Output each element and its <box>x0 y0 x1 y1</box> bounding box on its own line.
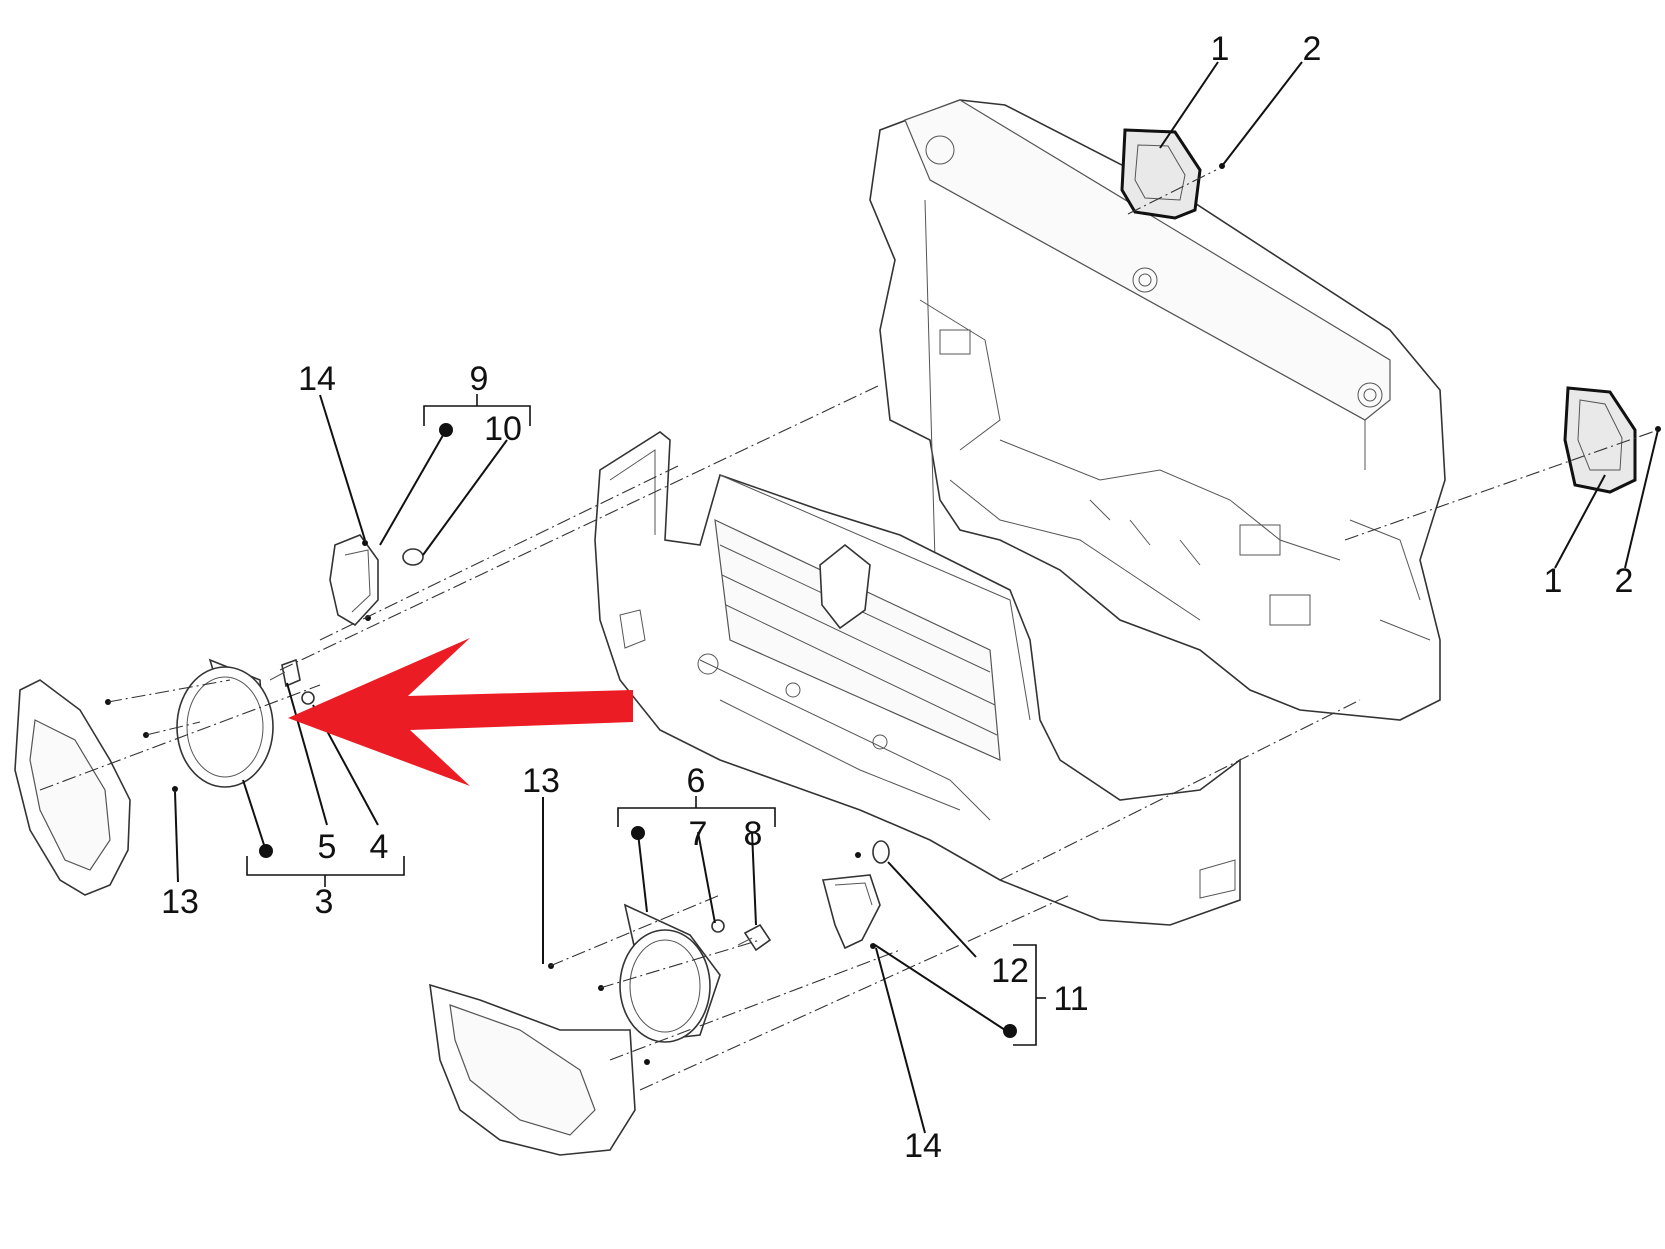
gasket-1-lower <box>1563 386 1637 494</box>
label-14-right: 14 <box>904 1127 942 1165</box>
right-screw-13c <box>644 1059 650 1065</box>
label-1-lower: 1 <box>1544 562 1563 600</box>
leader-lines <box>174 61 1659 1134</box>
label-6: 6 <box>687 762 706 800</box>
label-5: 5 <box>318 828 337 866</box>
label-2-lower: 2 <box>1615 562 1634 600</box>
label-7: 7 <box>689 815 708 853</box>
label-12: 12 <box>991 952 1029 990</box>
red-arrow <box>288 638 633 786</box>
label-1-upper: 1 <box>1211 30 1230 68</box>
bullet-11 <box>1003 1024 1017 1038</box>
bracket-9 <box>423 394 531 426</box>
label-11: 11 <box>1053 980 1088 1018</box>
assembly-lines <box>39 169 1659 1091</box>
front-bumper <box>594 431 1241 926</box>
rear-panel <box>869 99 1446 721</box>
label-3: 3 <box>315 883 334 921</box>
label-10: 10 <box>484 410 522 448</box>
right-bulb-8 <box>737 923 772 952</box>
bullet-6 <box>631 826 645 840</box>
gasket-1-upper <box>1120 128 1202 220</box>
left-lamp-surround <box>14 679 131 896</box>
right-indicator-11 <box>821 874 881 950</box>
label-14-left: 14 <box>298 360 336 398</box>
bullet-9 <box>439 423 453 437</box>
right-headlamp <box>619 903 721 1043</box>
bullet-3 <box>259 844 273 858</box>
right-lamp-surround <box>429 983 636 1156</box>
bracket-6 <box>617 796 776 827</box>
label-4: 4 <box>370 828 389 866</box>
left-bulb-4 <box>301 691 315 705</box>
label-13-left: 13 <box>161 883 199 921</box>
left-headlamp <box>176 658 274 788</box>
bracket-3 <box>246 856 405 887</box>
bracket-11 <box>1013 944 1046 1046</box>
left-bulb-5 <box>269 658 301 688</box>
left-indicator-9 <box>329 534 379 627</box>
left-screw-13c <box>172 786 178 792</box>
left-bulb-10 <box>402 548 424 566</box>
right-screw-14b <box>855 852 861 858</box>
label-2-upper: 2 <box>1303 30 1322 68</box>
label-13-right: 13 <box>522 762 560 800</box>
left-screw-14 <box>362 540 368 546</box>
label-8: 8 <box>744 815 763 853</box>
right-screw-14 <box>870 943 876 949</box>
label-9: 9 <box>470 360 489 398</box>
right-bulb-12 <box>872 840 890 864</box>
